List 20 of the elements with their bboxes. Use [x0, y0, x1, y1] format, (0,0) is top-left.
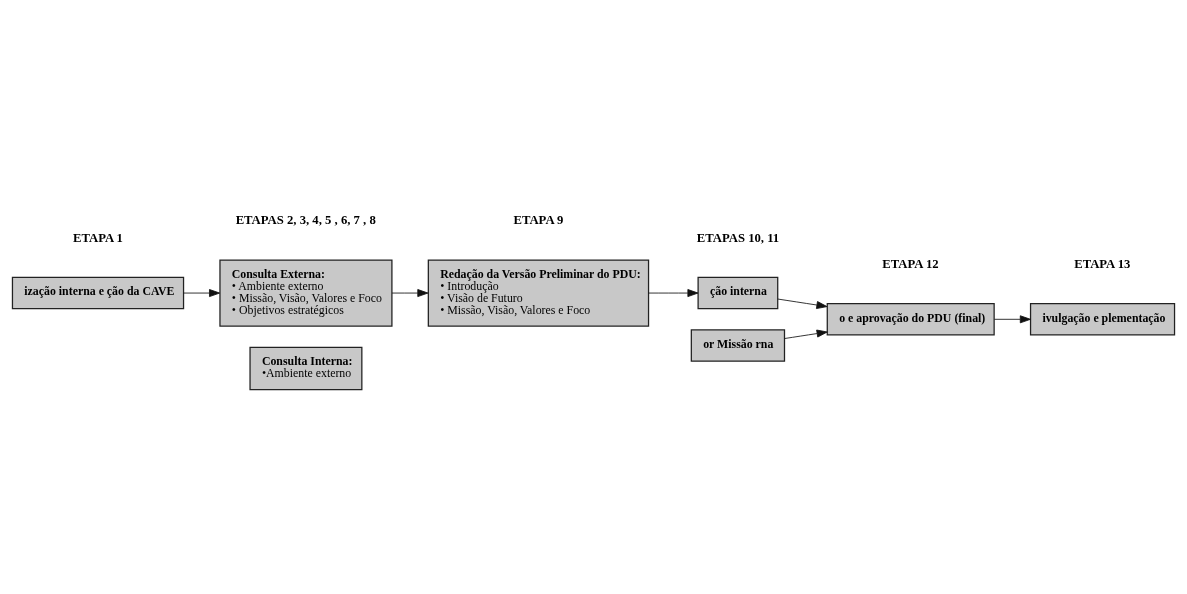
arrow: [784, 329, 828, 339]
label: ETAPA 13: [1074, 256, 1131, 271]
node-box: Consulta Interna: •Ambiente externo: [249, 346, 363, 390]
node-box: ção interna: [697, 276, 779, 309]
arrow: [648, 288, 699, 297]
node-box: Redação da Versão Preliminar do PDU: • Introdução • Visão de Futuro • Missão, Visão, Valores e Foco: [427, 258, 650, 327]
arrow: [183, 288, 221, 297]
label: ETAPA 1: [73, 230, 123, 245]
label: ETAPAS 10, 11: [696, 230, 780, 245]
node-box: Consulta Externa: • Ambiente externo • Missão, Visão, Valores e Foco • Objetivos estratégicos: [219, 258, 393, 327]
node-box: ização interna e ção da CAVE: [11, 276, 185, 309]
node-box: or Missão rna: [690, 328, 786, 362]
label: ETAPA 9: [513, 212, 564, 227]
label: ETAPA 12: [882, 256, 939, 271]
arrow: [391, 288, 429, 297]
arrow: [777, 298, 828, 309]
arrow: [994, 314, 1031, 323]
node-box: o e aprovação do PDU (final): [826, 302, 995, 336]
node-box: ivulgação e plementação: [1029, 302, 1176, 336]
label: ETAPAS 2, 3, 4, 5 , 6, 7 , 8: [235, 212, 376, 227]
